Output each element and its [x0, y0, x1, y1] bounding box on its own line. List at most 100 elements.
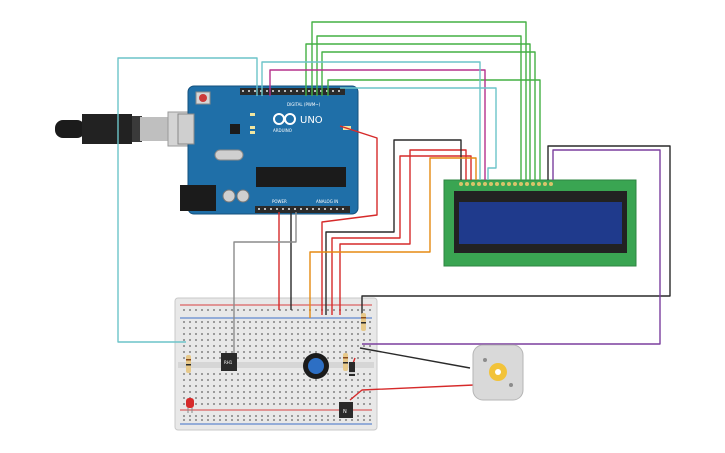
- breadboard-hole: [261, 385, 263, 387]
- breadboard-hole: [183, 339, 185, 341]
- breadboard-hole: [201, 419, 203, 421]
- breadboard-hole: [291, 309, 293, 311]
- dc-motor[interactable]: [472, 344, 524, 401]
- breadboard-hole: [195, 419, 197, 421]
- breadboard-hole: [303, 385, 305, 387]
- breadboard-hole: [369, 403, 371, 405]
- potentiometer[interactable]: [303, 353, 329, 379]
- breadboard-hole: [327, 403, 329, 405]
- breadboard-hole: [231, 351, 233, 353]
- breadboard-hole: [237, 419, 239, 421]
- resistor-3: [343, 353, 348, 371]
- breadboard-hole: [219, 403, 221, 405]
- lcd-pin: [477, 182, 481, 186]
- breadboard-hole: [339, 321, 341, 323]
- breadboard-hole: [321, 379, 323, 381]
- breadboard-hole: [327, 309, 329, 311]
- analog-header-label: ANALOG IN: [316, 199, 338, 204]
- power-analog-pin: [312, 208, 314, 210]
- breadboard-hole: [297, 351, 299, 353]
- breadboard-hole: [189, 321, 191, 323]
- breadboard-hole: [291, 351, 293, 353]
- breadboard-hole: [201, 415, 203, 417]
- power-analog-pin: [336, 208, 338, 210]
- breadboard-hole: [273, 351, 275, 353]
- breadboard-hole: [369, 339, 371, 341]
- breadboard-hole: [279, 391, 281, 393]
- power-analog-pin: [306, 208, 308, 210]
- digital-pin: [326, 90, 328, 92]
- lcd-pin: [507, 182, 511, 186]
- breadboard-hole: [267, 339, 269, 341]
- breadboard-hole: [261, 357, 263, 359]
- breadboard-hole: [303, 357, 305, 359]
- breadboard-hole: [357, 357, 359, 359]
- wire-red-lcd-1: [339, 149, 467, 315]
- breadboard-hole: [237, 391, 239, 393]
- breadboard-hole: [225, 339, 227, 341]
- breadboard-hole: [285, 333, 287, 335]
- breadboard-hole: [261, 351, 263, 353]
- breadboard-hole: [255, 333, 257, 335]
- breadboard-hole: [201, 391, 203, 393]
- breadboard-hole: [195, 379, 197, 381]
- breadboard-hole: [189, 385, 191, 387]
- breadboard-hole: [255, 339, 257, 341]
- breadboard-hole: [219, 397, 221, 399]
- breadboard-hole: [303, 391, 305, 393]
- wires: [117, 21, 671, 401]
- lcd-pin: [465, 182, 469, 186]
- breadboard-hole: [225, 309, 227, 311]
- breadboard-hole: [297, 339, 299, 341]
- breadboard-hole: [351, 333, 353, 335]
- breadboard-hole: [249, 309, 251, 311]
- breadboard-hole: [321, 385, 323, 387]
- breadboard-hole: [219, 339, 221, 341]
- breadboard-hole: [321, 339, 323, 341]
- breadboard-hole: [297, 379, 299, 381]
- breadboard-hole: [213, 339, 215, 341]
- breadboard-hole: [255, 379, 257, 381]
- breadboard-hole: [189, 419, 191, 421]
- breadboard-hole: [279, 357, 281, 359]
- breadboard-hole: [279, 321, 281, 323]
- breadboard-hole: [255, 373, 257, 375]
- breadboard-hole: [255, 403, 257, 405]
- breadboard-hole: [327, 373, 329, 375]
- breadboard-hole: [351, 357, 353, 359]
- breadboard-hole: [327, 339, 329, 341]
- breadboard-hole: [267, 373, 269, 375]
- wire-red-motor: [349, 384, 475, 401]
- breadboard-hole: [201, 397, 203, 399]
- breadboard-hole: [183, 397, 185, 399]
- breadboard-hole: [243, 339, 245, 341]
- breadboard-hole: [339, 397, 341, 399]
- reset-button[interactable]: [199, 94, 207, 102]
- usb-cable[interactable]: [55, 111, 191, 147]
- breadboard-hole: [267, 397, 269, 399]
- breadboard-hole: [225, 391, 227, 393]
- breadboard-hole: [267, 357, 269, 359]
- digital-header-label: DIGITAL (PWM~): [287, 102, 321, 107]
- breadboard-hole: [201, 379, 203, 381]
- breadboard-hole: [255, 391, 257, 393]
- breadboard-hole: [243, 373, 245, 375]
- breadboard-hole: [285, 391, 287, 393]
- breadboard-hole: [351, 419, 353, 421]
- breadboard-hole: [195, 357, 197, 359]
- breadboard-hole: [297, 321, 299, 323]
- breadboard-hole: [213, 357, 215, 359]
- power-analog-pin: [270, 208, 272, 210]
- breadboard-hole: [321, 351, 323, 353]
- wire-cyan-3: [340, 87, 497, 180]
- breadboard-hole: [297, 373, 299, 375]
- breadboard-hole: [267, 415, 269, 417]
- breadboard-hole: [315, 309, 317, 311]
- lcd-pin: [519, 182, 523, 186]
- breadboard-hole: [315, 321, 317, 323]
- breadboard-hole: [273, 397, 275, 399]
- breadboard-hole: [207, 345, 209, 347]
- breadboard-hole: [195, 327, 197, 329]
- breadboard-hole: [267, 327, 269, 329]
- breadboard-hole: [231, 415, 233, 417]
